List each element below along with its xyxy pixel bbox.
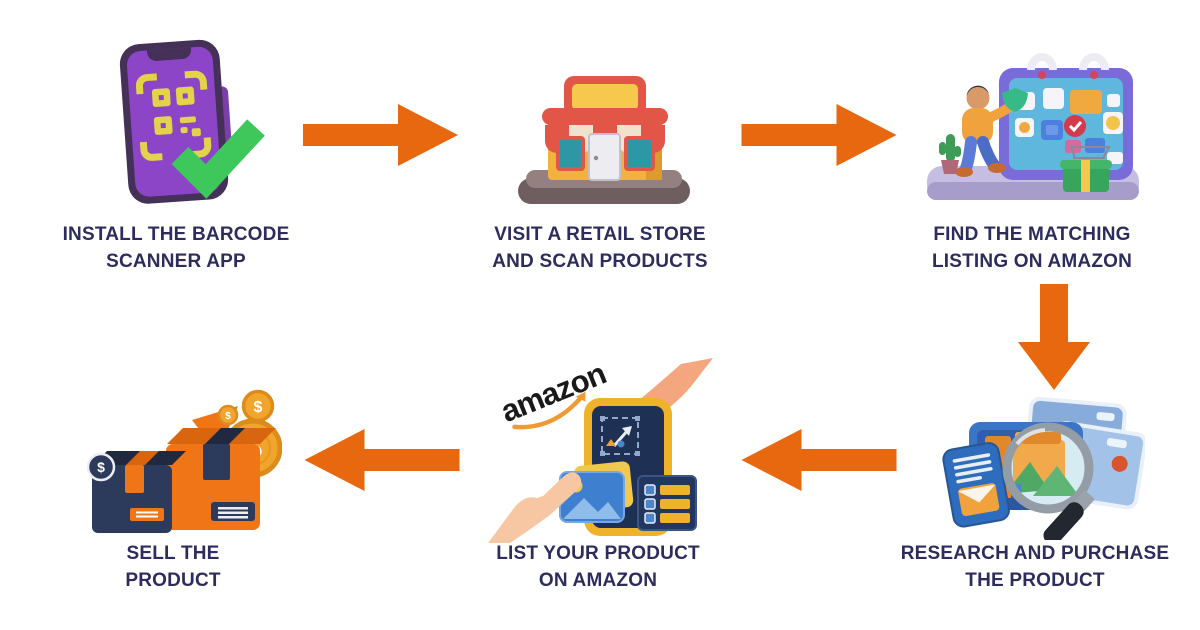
step2-label: VISIT A RETAIL STORE AND SCAN PRODUCTS [492, 224, 708, 272]
mail-card-icon [942, 442, 1010, 528]
orange-box-icon [166, 428, 276, 530]
magnifier-icon [1002, 422, 1095, 540]
amazon-listing-board-icon [915, 48, 1150, 208]
arrow-down-icon [1018, 284, 1090, 390]
step3-label: FIND THE MATCHING LISTING ON AMAZON [931, 224, 1133, 272]
product-listing-phone-icon: amazon [488, 358, 713, 543]
green-checkmark-icon [171, 119, 265, 199]
step4-label: RESEARCH AND PURCHASE THE PRODUCT [900, 543, 1170, 591]
shipping-boxes-profit-icon: $ $ $ [70, 368, 282, 540]
step5-label: LIST YOUR PRODUCT ON AMAZON [496, 543, 700, 591]
check-badge-icon [1064, 115, 1086, 137]
retail-store-icon [508, 40, 700, 210]
person-figure [955, 85, 1028, 177]
research-magnifier-icon [935, 388, 1145, 540]
step6-label: SELL THE PRODUCT [125, 543, 221, 591]
step1-label: INSTALL THE BARCODE SCANNER APP [62, 224, 290, 272]
arrow-right-icon [740, 104, 898, 166]
qr-code-icon [135, 70, 212, 161]
arrow-right-icon [303, 104, 458, 166]
barcode-scanner-phone-icon [90, 30, 270, 215]
cactus-plant-icon [939, 134, 961, 174]
svg-text:$: $ [97, 459, 105, 475]
arrow-left-icon [303, 429, 461, 491]
gift-box-icon [1060, 146, 1112, 192]
navy-box-icon: $ [86, 451, 186, 533]
svg-text:$: $ [225, 411, 231, 422]
listing-rows-icon [637, 475, 697, 531]
arrow-left-icon [740, 429, 898, 491]
svg-text:$: $ [254, 399, 263, 416]
selection-box [600, 416, 640, 456]
